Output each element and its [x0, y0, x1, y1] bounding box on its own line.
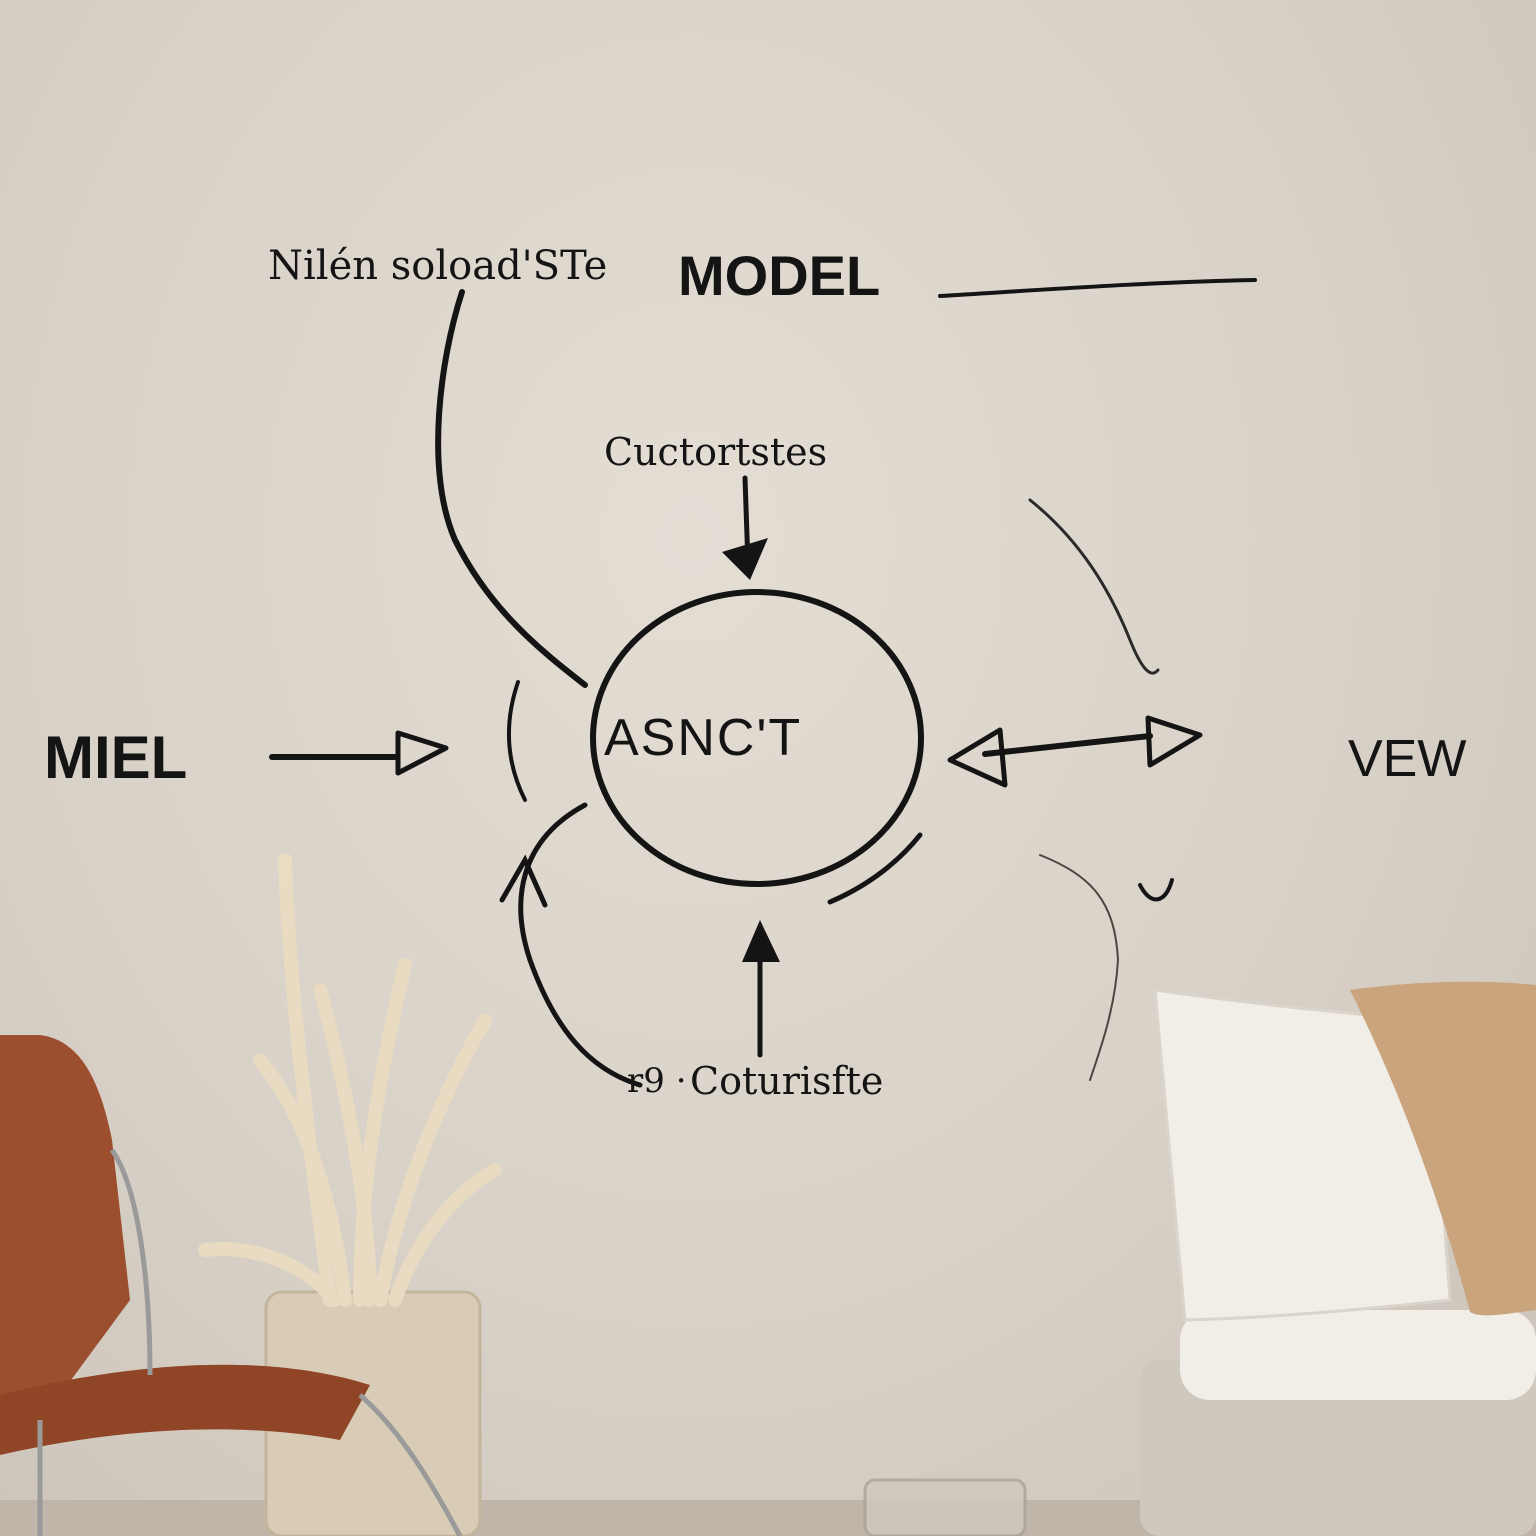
arrow-top-head — [722, 538, 768, 580]
pillow-white — [1153, 988, 1452, 1322]
faint-scribble-1 — [1028, 498, 1160, 675]
curve-bottom-left-head — [499, 854, 548, 908]
chair-back — [0, 1035, 130, 1395]
model-label: MODEL — [678, 244, 881, 307]
sofa-cushion — [1180, 1310, 1536, 1400]
curve-bottom-left — [518, 802, 643, 1088]
sofa-base — [1140, 1360, 1536, 1536]
arrow-left-head — [395, 730, 449, 776]
pillow-tan — [1350, 981, 1536, 1316]
bottom-label: Coturisfte — [690, 1059, 884, 1103]
chair-seat — [0, 1364, 370, 1455]
glass-jar — [863, 1478, 1027, 1536]
bottom-prefix: r9 · — [627, 1061, 687, 1101]
right-label-view: VEW — [1348, 730, 1467, 788]
faint-scribble-3 — [1138, 878, 1174, 902]
faint-scribble-2 — [1039, 854, 1120, 1081]
model-underline — [938, 278, 1257, 298]
arrow-right-line — [982, 733, 1153, 757]
arrow-bottom-head — [742, 920, 780, 962]
center-label: ASNC'T — [604, 709, 803, 767]
top-left-note: Nilén soload'STe — [268, 243, 608, 289]
center-circle — [590, 589, 924, 887]
arrow-right-head-left — [947, 727, 1008, 788]
right-arc — [827, 832, 923, 905]
chair-frame — [37, 1148, 463, 1536]
top-mid-label: Cuctortstes — [604, 430, 828, 474]
left-arc — [507, 680, 527, 802]
arrow-right-head-right — [1145, 715, 1203, 768]
pampas-grass — [198, 853, 502, 1307]
curve-line-top-left — [435, 289, 588, 688]
left-label-miel: MIEL — [44, 724, 188, 791]
